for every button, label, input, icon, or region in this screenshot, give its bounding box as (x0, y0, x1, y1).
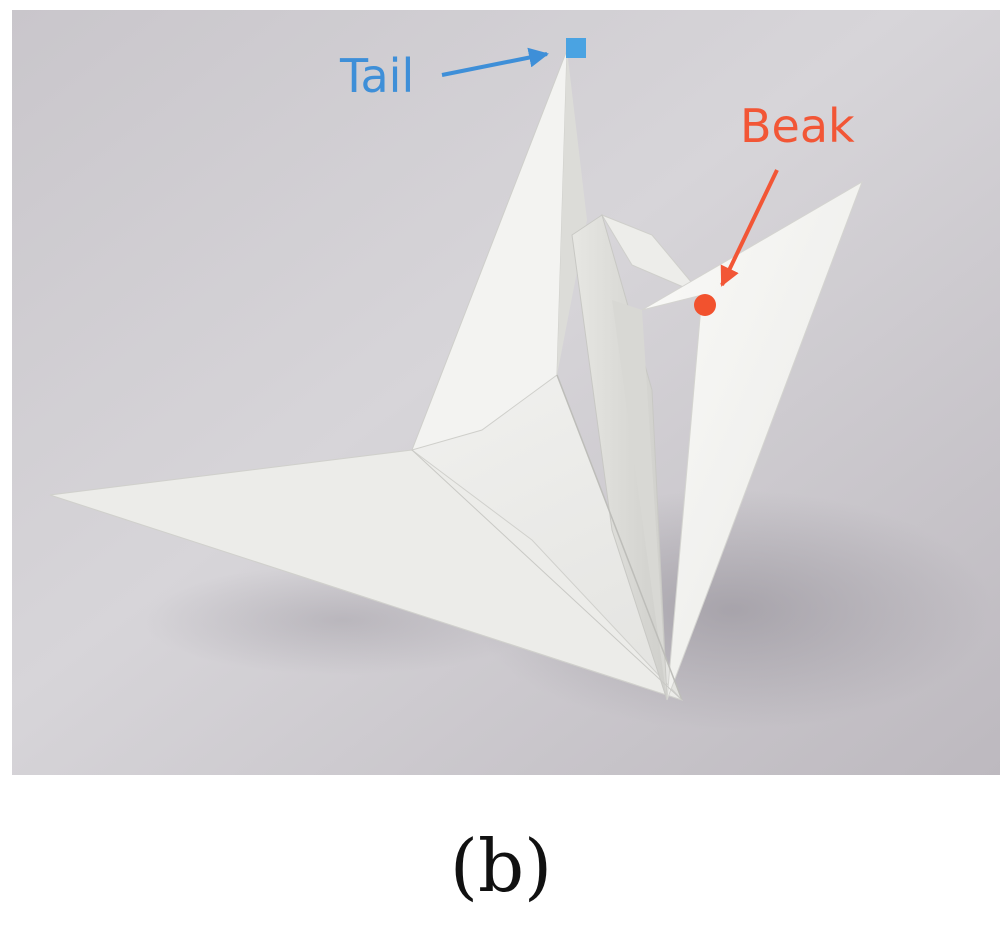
right-wing-inner (612, 300, 667, 700)
tail-label: Tail (339, 49, 414, 103)
tail-neck (411, 49, 568, 451)
tail-arrow (441, 47, 549, 77)
fold-line (411, 449, 683, 701)
beak-arrow (720, 169, 779, 287)
beak-label: Beak (740, 99, 855, 153)
origami-photo: Tail Beak (12, 10, 1000, 775)
tail-neck-shade (557, 50, 587, 375)
tail-marker-icon (566, 38, 586, 58)
photo-canvas: Tail Beak (12, 10, 1000, 775)
figure-caption: (b) (449, 824, 553, 908)
fold-line (556, 374, 683, 701)
body-center (571, 214, 668, 701)
left-wing-fold (49, 449, 683, 701)
beak-marker-icon (694, 294, 716, 316)
paper-crane (49, 49, 863, 701)
